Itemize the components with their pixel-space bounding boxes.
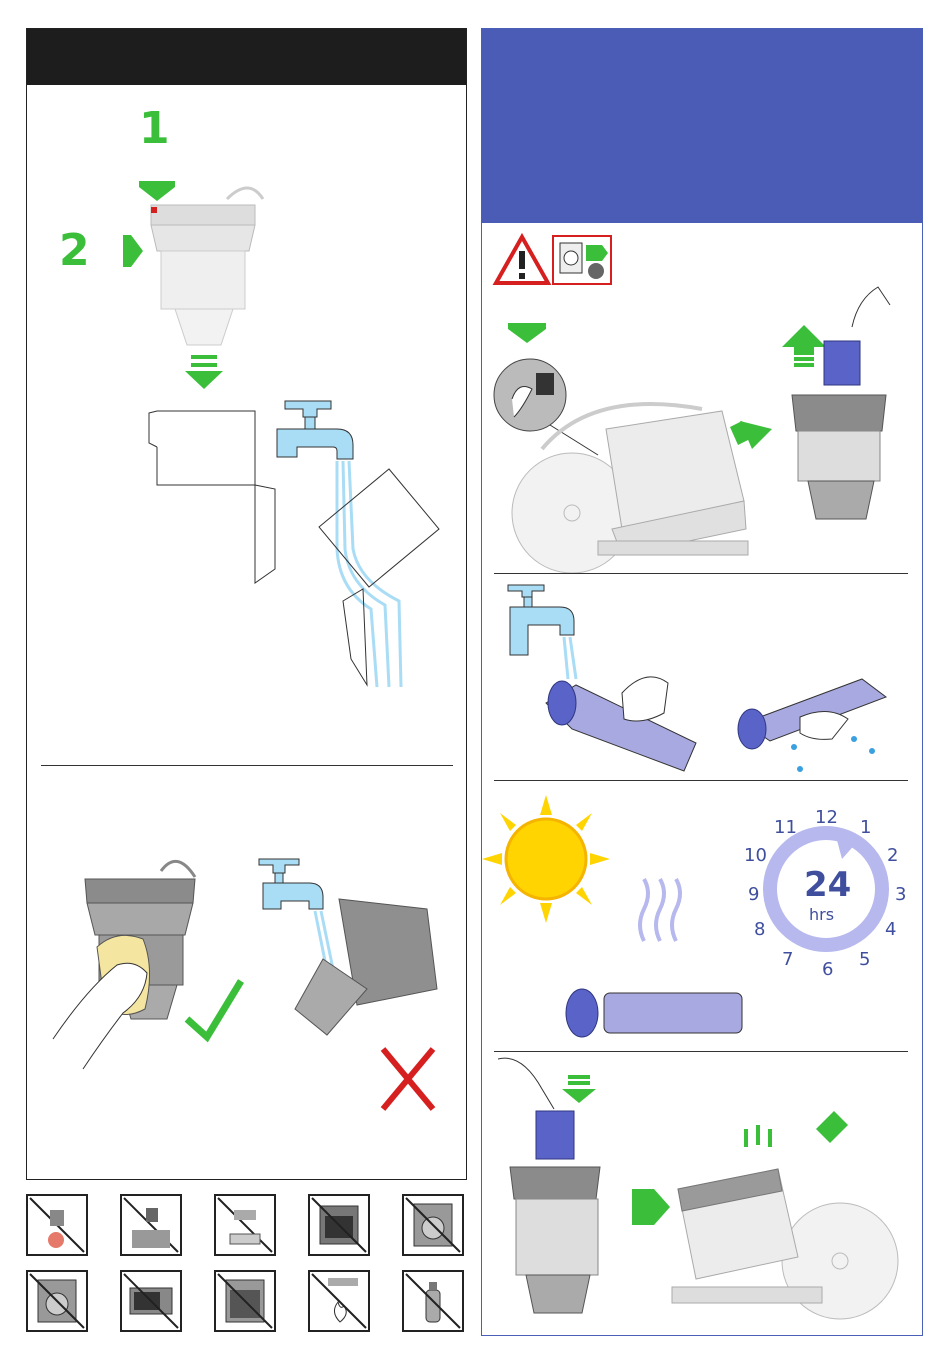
no-hot-water-icon (26, 1194, 88, 1256)
left-instruction-panel: 1 2 (26, 28, 467, 1180)
reassemble-illustration (482, 29, 924, 1329)
no-oven-icon (308, 1194, 370, 1256)
no-spray-icon (402, 1270, 464, 1332)
no-microwave-icon (120, 1270, 182, 1332)
no-detergent-icon (214, 1194, 276, 1256)
wipe-cyclone-illustration (27, 29, 468, 1179)
no-tap-rinse-icon (120, 1194, 182, 1256)
no-dishwasher-icon (214, 1270, 276, 1332)
no-washing-machine-icon (26, 1270, 88, 1332)
no-washing-machine-front-icon (402, 1194, 464, 1256)
no-open-flame-icon (308, 1270, 370, 1332)
right-instruction-panel: 12 1 2 3 4 5 6 7 8 9 10 11 24 hrs (481, 28, 923, 1336)
